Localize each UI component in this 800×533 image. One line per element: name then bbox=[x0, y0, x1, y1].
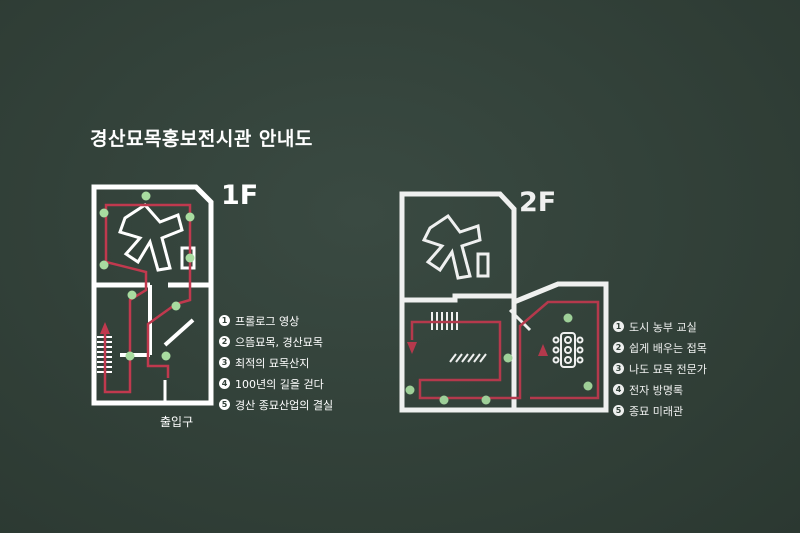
legend-item: 1 도시 농부 교실 bbox=[613, 316, 707, 337]
floor-2-outer-wall bbox=[399, 191, 517, 413]
map-title: 경산묘목홍보전시관 안내도 bbox=[90, 128, 313, 150]
legend-text: 프롤로그 영상 bbox=[235, 314, 300, 328]
floor-2-divider bbox=[508, 308, 532, 332]
legend-text: 나도 묘목 전문가 bbox=[629, 362, 707, 376]
legend-text: 종묘 미래관 bbox=[629, 404, 684, 418]
floor-2-label: 2F bbox=[519, 187, 557, 218]
legend-item: 2 으뜸묘목, 경산묘목 bbox=[219, 331, 333, 352]
legend-text: 최적의 묘목산지 bbox=[235, 356, 310, 370]
floor-2-route-arrow-2 bbox=[538, 344, 548, 356]
legend-text: 쉽게 배우는 접목 bbox=[629, 341, 707, 355]
legend-item: 1 프롤로그 영상 bbox=[219, 310, 333, 331]
legend-number: 2 bbox=[613, 342, 624, 353]
floor-2-route-arrow-1 bbox=[407, 342, 417, 354]
floor-1-corridor-wall bbox=[120, 285, 152, 357]
floor-1-label: 1F bbox=[221, 180, 259, 211]
legend-text: 으뜸묘목, 경산묘목 bbox=[235, 335, 323, 349]
floor-1-legend: 1 프롤로그 영상 2 으뜸묘목, 경산묘목 3 최적의 묘목산지 4 100년의 길을… bbox=[219, 310, 333, 415]
legend-number: 1 bbox=[219, 315, 230, 326]
floor-1-route-arrow bbox=[100, 322, 110, 334]
legend-text: 도시 농부 교실 bbox=[629, 320, 697, 334]
floor-2-upper-wall bbox=[402, 293, 514, 303]
legend-number: 5 bbox=[613, 405, 624, 416]
legend-text: 전자 방명록 bbox=[629, 383, 684, 397]
legend-number: 1 bbox=[613, 321, 624, 332]
legend-number: 3 bbox=[613, 363, 624, 374]
floor-2-route bbox=[410, 300, 600, 400]
legend-number: 3 bbox=[219, 357, 230, 368]
floor-1-markers bbox=[99, 191, 195, 361]
legend-number: 5 bbox=[219, 399, 230, 410]
floor-1-route bbox=[103, 203, 192, 394]
floor-2-markers bbox=[405, 313, 593, 405]
floor-1-diagonal-wall bbox=[163, 318, 195, 347]
legend-number: 4 bbox=[219, 378, 230, 389]
floor-2-tree-sculpture bbox=[421, 213, 490, 280]
legend-item: 4 전자 방명록 bbox=[613, 379, 707, 400]
floor-2-workshop-table bbox=[552, 332, 584, 368]
floor-2-wing-wall bbox=[513, 281, 609, 413]
legend-item: 3 나도 묘목 전문가 bbox=[613, 358, 707, 379]
legend-number: 4 bbox=[613, 384, 624, 395]
legend-text: 100년의 길을 걷다 bbox=[235, 377, 324, 391]
legend-item: 5 경산 종묘산업의 결실 bbox=[219, 394, 333, 415]
legend-item: 5 종묘 미래관 bbox=[613, 400, 707, 421]
floor-1-outer-wall bbox=[91, 184, 214, 406]
legend-item: 2 쉽게 배우는 접목 bbox=[613, 337, 707, 358]
legend-item: 3 최적의 묘목산지 bbox=[219, 352, 333, 373]
legend-number: 2 bbox=[219, 336, 230, 347]
legend-item: 4 100년의 길을 걷다 bbox=[219, 373, 333, 394]
legend-text: 경산 종묘산업의 결실 bbox=[235, 398, 334, 412]
floor-2-hatched-area bbox=[449, 353, 487, 363]
entrance-label: 출입구 bbox=[160, 415, 194, 429]
